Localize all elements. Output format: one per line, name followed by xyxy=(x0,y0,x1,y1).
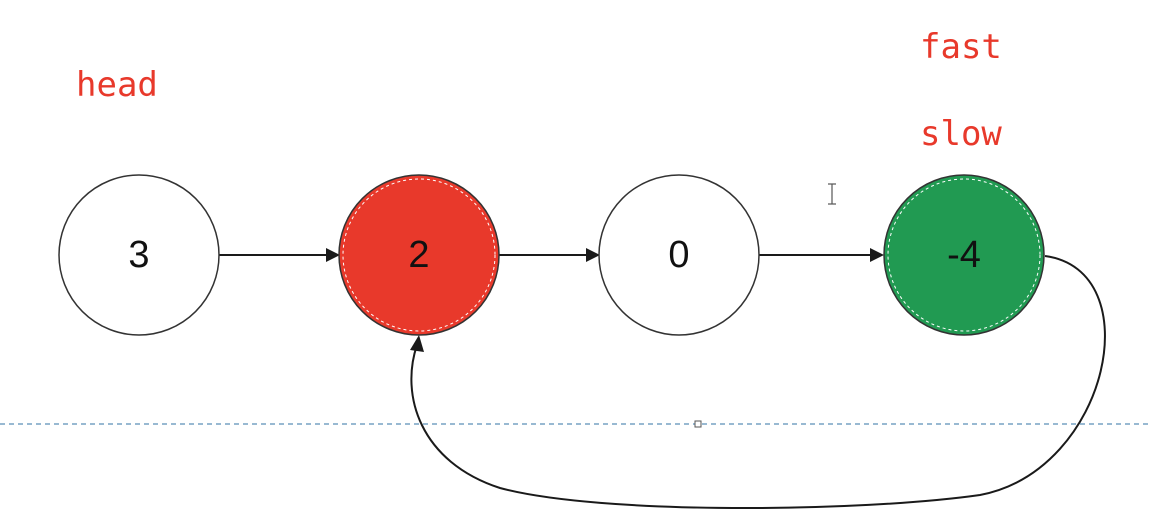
list-node[interactable]: -4 xyxy=(883,174,1045,336)
list-node[interactable]: 2 xyxy=(338,174,500,336)
node-selection-ring xyxy=(887,178,1041,332)
fast-pointer-label: fast xyxy=(920,27,1002,67)
node-circle xyxy=(58,174,220,336)
node-value: -4 xyxy=(947,234,981,276)
node-circle xyxy=(598,174,760,336)
slow-pointer-label: slow xyxy=(920,114,1002,154)
arrowhead-node-4 xyxy=(870,248,884,262)
list-node[interactable]: 0 xyxy=(598,174,760,336)
node-value: 2 xyxy=(408,234,429,276)
head-pointer-label: head xyxy=(76,65,158,105)
node-value: 3 xyxy=(128,234,149,276)
list-node[interactable]: 3 xyxy=(58,174,220,336)
node-selection-ring xyxy=(342,178,496,332)
arrowhead-cycle xyxy=(410,335,424,352)
arrowhead-node-3 xyxy=(586,248,600,262)
text-cursor-icon xyxy=(828,183,836,205)
node-value: 0 xyxy=(668,234,689,276)
node-circle xyxy=(338,174,500,336)
arrowhead-node-2 xyxy=(326,248,340,262)
cycle-edge xyxy=(410,255,1106,510)
node-circle xyxy=(883,174,1045,336)
guide-handle[interactable] xyxy=(694,420,702,428)
